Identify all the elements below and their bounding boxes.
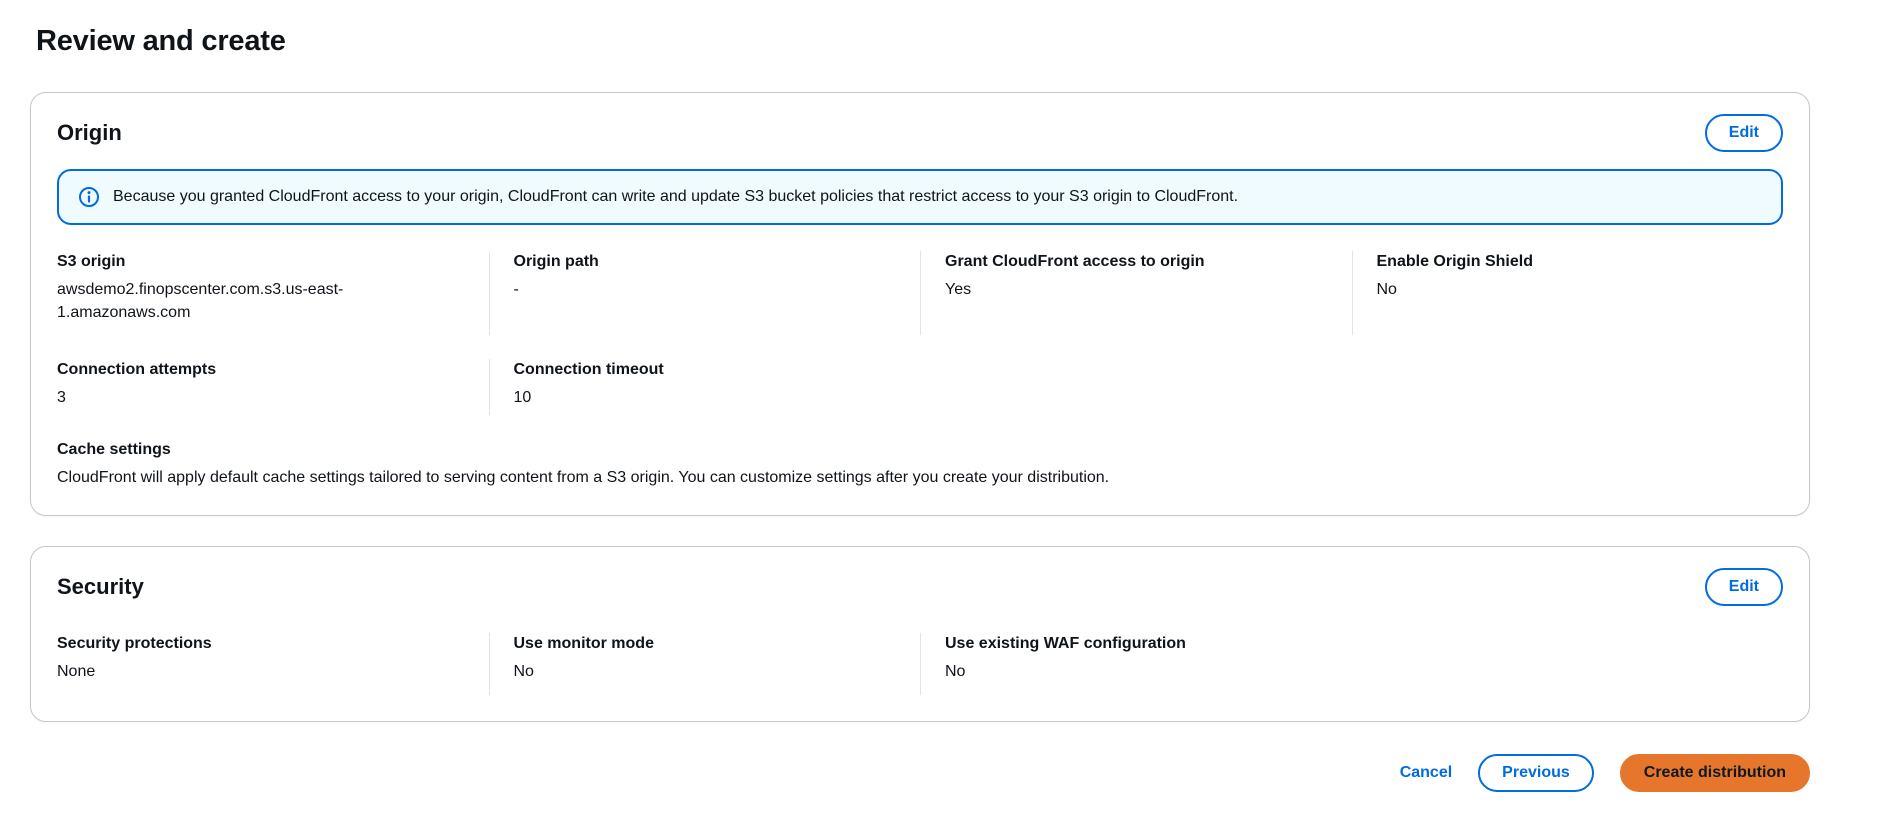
field-waf-config: Use existing WAF configuration No — [920, 633, 1352, 695]
origin-panel-header: Origin Edit — [57, 113, 1783, 153]
previous-button[interactable]: Previous — [1478, 754, 1594, 792]
cancel-button[interactable]: Cancel — [1399, 764, 1453, 781]
field-monitor-mode-value: No — [513, 663, 534, 680]
origin-panel-title: Origin — [57, 120, 122, 145]
field-waf-config-label: Use existing WAF configuration — [945, 635, 1186, 652]
field-cache-settings: Cache settings CloudFront will apply def… — [57, 439, 1783, 489]
security-panel-title: Security — [57, 574, 144, 599]
origin-info-alert: Because you granted CloudFront access to… — [57, 169, 1783, 225]
field-cache-settings-label: Cache settings — [57, 441, 171, 458]
field-origin-path-label: Origin path — [513, 253, 599, 270]
security-fields-row: Security protections None Use monitor mo… — [57, 633, 1783, 695]
origin-fields-row-2: Connection attempts 3 Connection timeout… — [57, 359, 1783, 415]
field-connection-attempts: Connection attempts 3 — [57, 359, 489, 415]
page-content: Review and create Origin Edit Because yo… — [30, 0, 1810, 822]
field-security-protections-label: Security protections — [57, 635, 212, 652]
page-title: Review and create — [36, 25, 286, 57]
origin-info-alert-text: Because you granted CloudFront access to… — [113, 188, 1239, 205]
field-origin-shield-value: No — [1376, 281, 1397, 298]
field-connection-attempts-value: 3 — [57, 389, 66, 406]
empty-cell — [1352, 359, 1784, 415]
field-origin-shield-label: Enable Origin Shield — [1376, 253, 1533, 270]
field-origin-shield: Enable Origin Shield No — [1351, 251, 1784, 335]
field-monitor-mode-label: Use monitor mode — [513, 635, 654, 652]
field-security-protections-value: None — [57, 663, 96, 680]
field-origin-path-value: - — [513, 281, 519, 298]
field-s3-origin: S3 origin awsdemo2.finopscenter.com.s3.u… — [57, 251, 489, 335]
field-s3-origin-value: awsdemo2.finopscenter.com.s3.us-east-1.a… — [57, 281, 344, 321]
field-grant-access: Grant CloudFront access to origin Yes — [920, 251, 1352, 335]
footer-actions: Cancel Previous Create distribution — [30, 754, 1810, 822]
edit-security-button[interactable]: Edit — [1704, 568, 1783, 606]
field-s3-origin-label: S3 origin — [57, 253, 126, 270]
create-distribution-button[interactable]: Create distribution — [1619, 754, 1810, 792]
field-cache-settings-value: CloudFront will apply default cache sett… — [57, 469, 1110, 486]
origin-panel: Origin Edit Because you granted CloudFro… — [30, 92, 1810, 516]
info-icon — [78, 186, 100, 208]
field-security-protections: Security protections None — [57, 633, 489, 695]
security-panel: Security Edit Security protections None … — [30, 546, 1810, 722]
edit-origin-button[interactable]: Edit — [1704, 114, 1783, 152]
field-origin-path: Origin path - — [488, 251, 921, 335]
empty-cell — [920, 359, 1352, 415]
field-connection-timeout: Connection timeout 10 — [488, 359, 921, 415]
field-connection-attempts-label: Connection attempts — [57, 361, 217, 378]
security-panel-header: Security Edit — [57, 567, 1783, 607]
field-connection-timeout-label: Connection timeout — [513, 361, 664, 378]
origin-fields-row-1: S3 origin awsdemo2.finopscenter.com.s3.u… — [57, 251, 1783, 335]
field-grant-access-label: Grant CloudFront access to origin — [945, 253, 1205, 270]
field-connection-timeout-value: 10 — [513, 389, 532, 406]
field-monitor-mode: Use monitor mode No — [488, 633, 921, 695]
field-grant-access-value: Yes — [945, 281, 972, 298]
empty-cell — [1352, 633, 1784, 695]
field-waf-config-value: No — [945, 663, 966, 680]
